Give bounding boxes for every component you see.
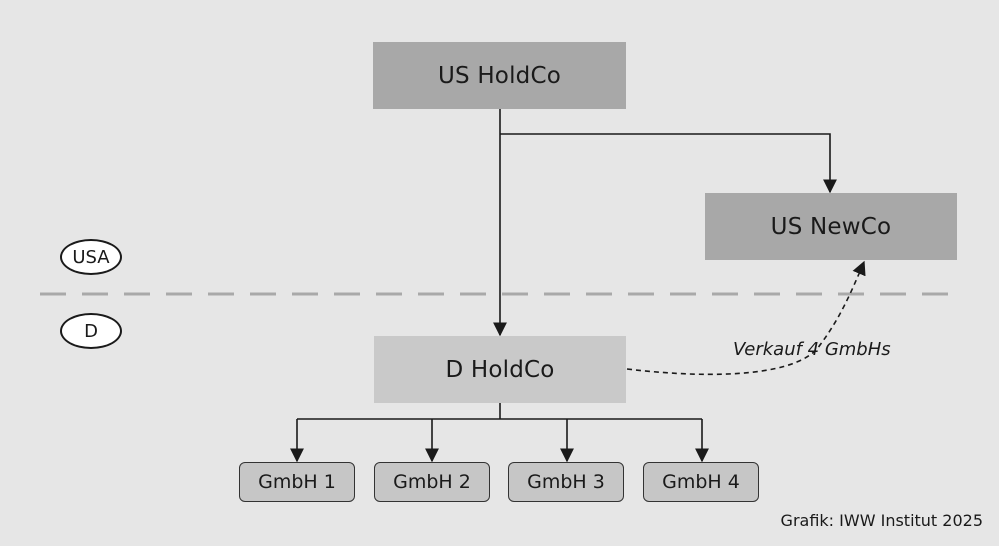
node-gmbh-2: GmbH 2 [374,462,490,502]
node-us-holdco: US HoldCo [373,42,626,109]
edge-sale-label: Verkauf 4 GmbHs [733,339,891,360]
node-us-newco-label: US NewCo [770,213,892,240]
node-d-holdco-label: D HoldCo [445,356,555,383]
region-badge-d-label: D [84,320,98,342]
node-us-holdco-label: US HoldCo [437,62,562,89]
region-badge-d: D [60,313,122,349]
node-gmbh-4-label: GmbH 4 [662,471,740,493]
region-badge-usa-label: USA [72,246,110,268]
node-gmbh-3: GmbH 3 [508,462,624,502]
edge-us-holdco-us-newco [500,133,837,194]
node-gmbh-3-label: GmbH 3 [527,471,605,493]
node-gmbh-1: GmbH 1 [239,462,355,502]
node-gmbh-4: GmbH 4 [643,462,759,502]
image-credit: Grafik: IWW Institut 2025 [780,511,983,530]
node-gmbh-1-label: GmbH 1 [258,471,336,493]
region-badge-usa: USA [60,239,122,275]
edge-sale-dashed [626,260,866,376]
node-us-newco: US NewCo [705,193,957,260]
node-d-holdco: D HoldCo [374,336,626,403]
node-gmbh-2-label: GmbH 2 [393,471,471,493]
